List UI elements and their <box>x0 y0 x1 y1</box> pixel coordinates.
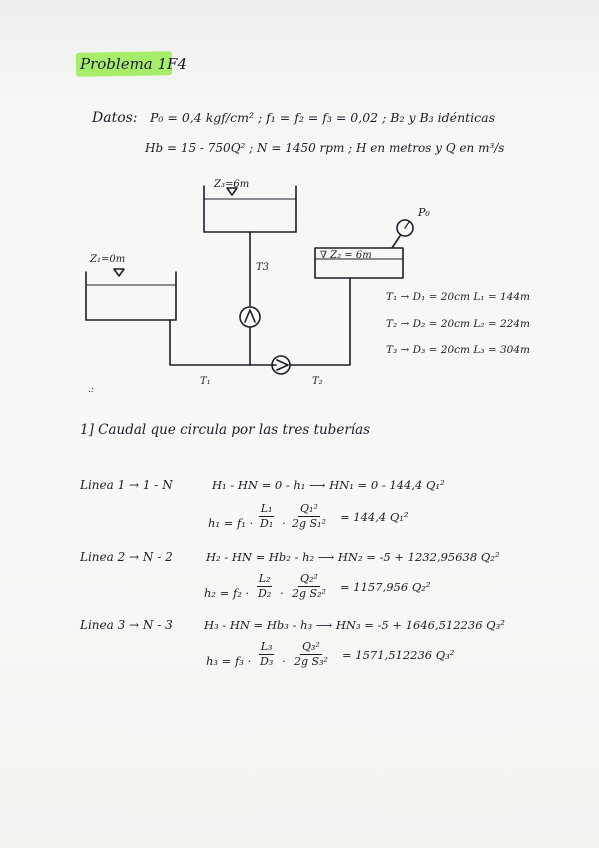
linea-2-label: Linea 2 → N - 2 <box>80 550 173 564</box>
linea-2-equation: H₂ - HN = Hb₂ - h₂ ⟶ HN₂ = -5 + 1232,956… <box>206 550 500 564</box>
pressure-gauge-p0 <box>396 219 414 237</box>
label-z3: Z₃=6m <box>213 179 249 190</box>
tank-3 <box>203 185 297 233</box>
linea-2-h-lhs: h₂ = f₂ · <box>204 586 250 600</box>
datos-line-1: P₀ = 0,4 kgf/cm² ; f₁ = f₂ = f₃ = 0,02 ;… <box>150 110 496 125</box>
linea-1-label: Linea 1 → 1 - N <box>80 478 173 492</box>
linea-3-label: Linea 3 → N - 3 <box>80 618 173 632</box>
pipe-spec-t3: T₃ → D₃ = 20cm L₃ = 304m <box>386 344 530 356</box>
datos-label: Datos: <box>92 110 138 126</box>
section-heading: 1] Caudal que circula por las tres tuber… <box>80 422 371 438</box>
linea-2-frac-l-over-d: L₂ D₂ <box>256 572 273 600</box>
label-z1: Z₁=0m <box>89 254 125 265</box>
stray-mark: .: <box>88 385 94 395</box>
pipe-spec-t1: T₁ → D₁ = 20cm L₁ = 144m <box>386 291 530 303</box>
label-p0: P₀ <box>417 206 430 219</box>
tank-2 <box>314 247 404 279</box>
pump-b3 <box>239 306 261 328</box>
pipe-t1 <box>169 319 277 366</box>
label-t1: T₁ <box>200 376 211 387</box>
linea-3-frac-l-over-d: L₃ D₃ <box>258 640 275 668</box>
linea-2-h-result: = 1157,956 Q₂² <box>340 580 431 594</box>
pipe-spec-t2: T₂ → D₂ = 20cm L₂ = 224m <box>386 318 530 330</box>
label-t2: T₂ <box>312 376 323 387</box>
datos-line-2: Hb = 15 - 750Q² ; N = 1450 rpm ; H en me… <box>145 141 505 155</box>
linea-1-h-result: = 144,4 Q₁² <box>340 510 409 524</box>
level-marker-1 <box>113 268 125 277</box>
tank-1 <box>85 271 177 321</box>
linea-3-frac-q-over-2gs: Q₃² 2g S₃² <box>294 640 328 668</box>
linea-3-equation: H₃ - HN = Hb₃ - h₃ ⟶ HN₃ = -5 + 1646,512… <box>204 618 505 632</box>
label-z2: ∇ Z₂ = 6m <box>320 250 372 261</box>
linea-1-frac-l-over-d: L₁ D₁ <box>258 502 275 530</box>
linea-3-h-result: = 1571,512236 Q₃² <box>342 648 455 662</box>
linea-1-h-lhs: h₁ = f₁ · <box>208 516 254 530</box>
problem-title: Problema 1F4 <box>80 55 187 73</box>
linea-1-frac-q-over-2gs: Q₁² 2g S₁² <box>292 502 326 530</box>
linea-3-h-lhs: h₃ = f₃ · <box>206 654 252 668</box>
pipe-t2 <box>289 277 351 366</box>
linea-2-frac-q-over-2gs: Q₂² 2g S₂² <box>292 572 326 600</box>
level-marker-3 <box>226 187 238 196</box>
linea-1-equation: H₁ - HN = 0 - h₁ ⟶ HN₁ = 0 - 144,4 Q₁² <box>212 478 445 492</box>
label-t3: T3 <box>256 262 269 273</box>
